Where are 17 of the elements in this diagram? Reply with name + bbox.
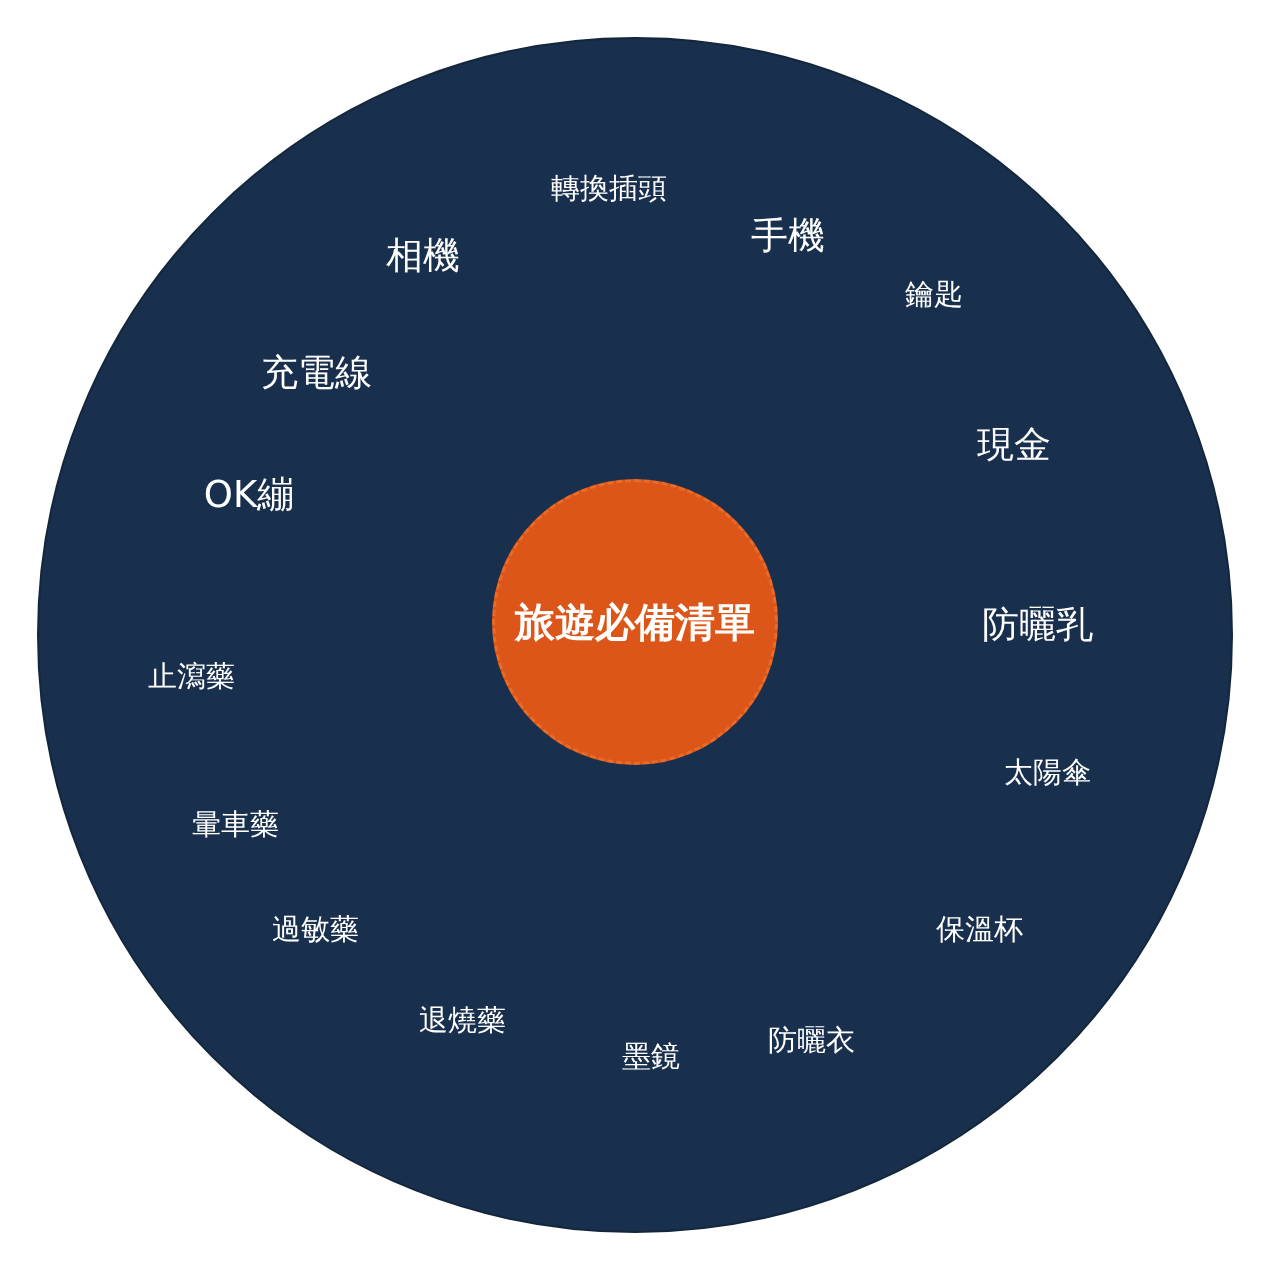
item-label: 相機 [386,235,460,277]
item-label: 墨鏡 [622,1041,680,1073]
item-label: 過敏藥 [271,914,359,946]
title-text: 旅遊必備清單 [515,600,755,644]
item-label: 手機 [751,215,825,257]
item-label: 止瀉藥 [147,661,235,693]
item-label: 轉換插頭 [551,173,667,205]
item-label: 太陽傘 [1003,757,1091,789]
item-label: 充電線 [260,352,372,394]
item-label: 現金 [977,424,1051,466]
item-label: 防曬乳 [981,604,1093,646]
item-label: 防曬衣 [767,1025,855,1057]
item-label: OK繃 [203,474,295,516]
item-label: 退燒藥 [418,1005,506,1037]
item-label: 暈車藥 [191,809,279,841]
item-label: 保溫杯 [935,914,1023,946]
item-label: 鑰匙 [905,279,963,311]
